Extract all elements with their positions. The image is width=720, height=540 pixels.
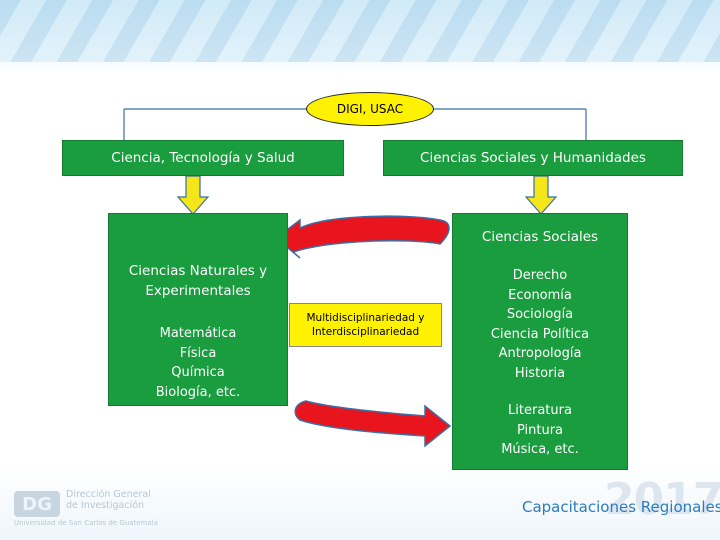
down-arrow-right [524, 175, 558, 215]
left-panel-items: Matemática Física Química Biología, etc. [155, 326, 241, 400]
center-node-multidisciplinary: Multidisciplinariedad y Interdisciplinar… [289, 303, 442, 347]
branch-node-cts: Ciencia, Tecnología y Salud [62, 140, 344, 176]
right-panel-humanities-items: Literatura Pintura Música, etc. [501, 403, 579, 457]
left-panel-heading: Ciencias Naturales y Experimentales [128, 263, 268, 299]
root-node-digi: DIGI, USAC [306, 92, 434, 126]
logo-subtext: Universidad de San Carlos de Guatemala [14, 519, 158, 527]
logo-mark-icon: DG [14, 491, 60, 517]
center-node-label: Multidisciplinariedad y Interdisciplinar… [306, 312, 425, 338]
branch-right-label: Ciencias Sociales y Humanidades [420, 150, 646, 166]
right-panel-heading: Ciencias Sociales [481, 229, 599, 245]
header-band [0, 0, 720, 62]
curved-arrow-top [274, 215, 450, 259]
right-panel-social-items: Derecho Economía Sociología Ciencia Polí… [490, 268, 590, 381]
curved-arrow-bottom [294, 400, 452, 448]
footer-year: 2017 [604, 474, 720, 525]
root-node-label: DIGI, USAC [336, 102, 404, 116]
digi-logo: DG Dirección General de Investigación Un… [14, 489, 174, 529]
branch-node-csh: Ciencias Sociales y Humanidades [383, 140, 683, 176]
footer-caption: Capacitaciones Regionales [522, 498, 720, 516]
branch-left-label: Ciencia, Tecnología y Salud [111, 150, 295, 166]
down-arrow-left [176, 175, 210, 215]
left-panel-natural-sciences: Ciencias Naturales y Experimentales Mate… [108, 213, 288, 406]
logo-text: Dirección General de Investigación [66, 489, 151, 511]
right-panel-social-sciences: Ciencias Sociales Derecho Economía Socio… [452, 213, 628, 470]
